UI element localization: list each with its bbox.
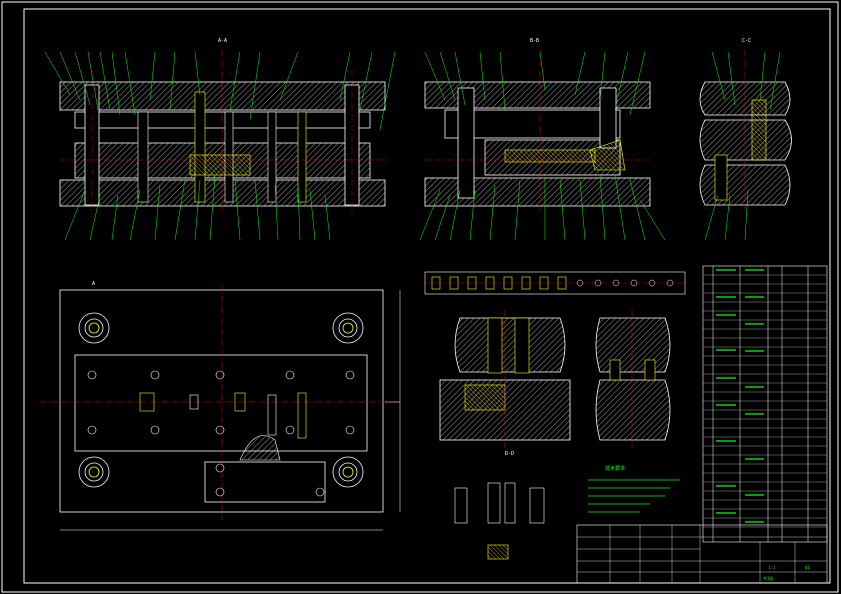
- inner-border: [23, 8, 831, 584]
- strip-layout: [424, 271, 686, 295]
- plan-view: A: [40, 281, 401, 531]
- title-block: 1:1 共1张 01: [576, 524, 828, 584]
- part-details: [454, 482, 545, 560]
- right-section-view: B-B: [419, 38, 666, 241]
- title-drawing-no: 01: [805, 565, 810, 570]
- side-view-label: C-C: [742, 38, 751, 44]
- right-section-label: B-B: [530, 38, 539, 44]
- detail-section-right: [595, 310, 671, 450]
- detail-section-left: D-D: [439, 310, 571, 457]
- side-view: C-C: [699, 38, 792, 241]
- plan-view-label: A: [92, 281, 95, 287]
- technical-notes: 技术要求: [588, 465, 680, 513]
- title-sheet: 共1张: [763, 575, 773, 581]
- title-scale: 1:1: [768, 565, 776, 570]
- notes-title: 技术要求: [605, 465, 625, 472]
- main-section-label: A-A: [218, 38, 227, 44]
- small-section-label: D-D: [505, 451, 514, 457]
- parts-list: [702, 265, 828, 543]
- main-section-view: A-A: [44, 38, 396, 241]
